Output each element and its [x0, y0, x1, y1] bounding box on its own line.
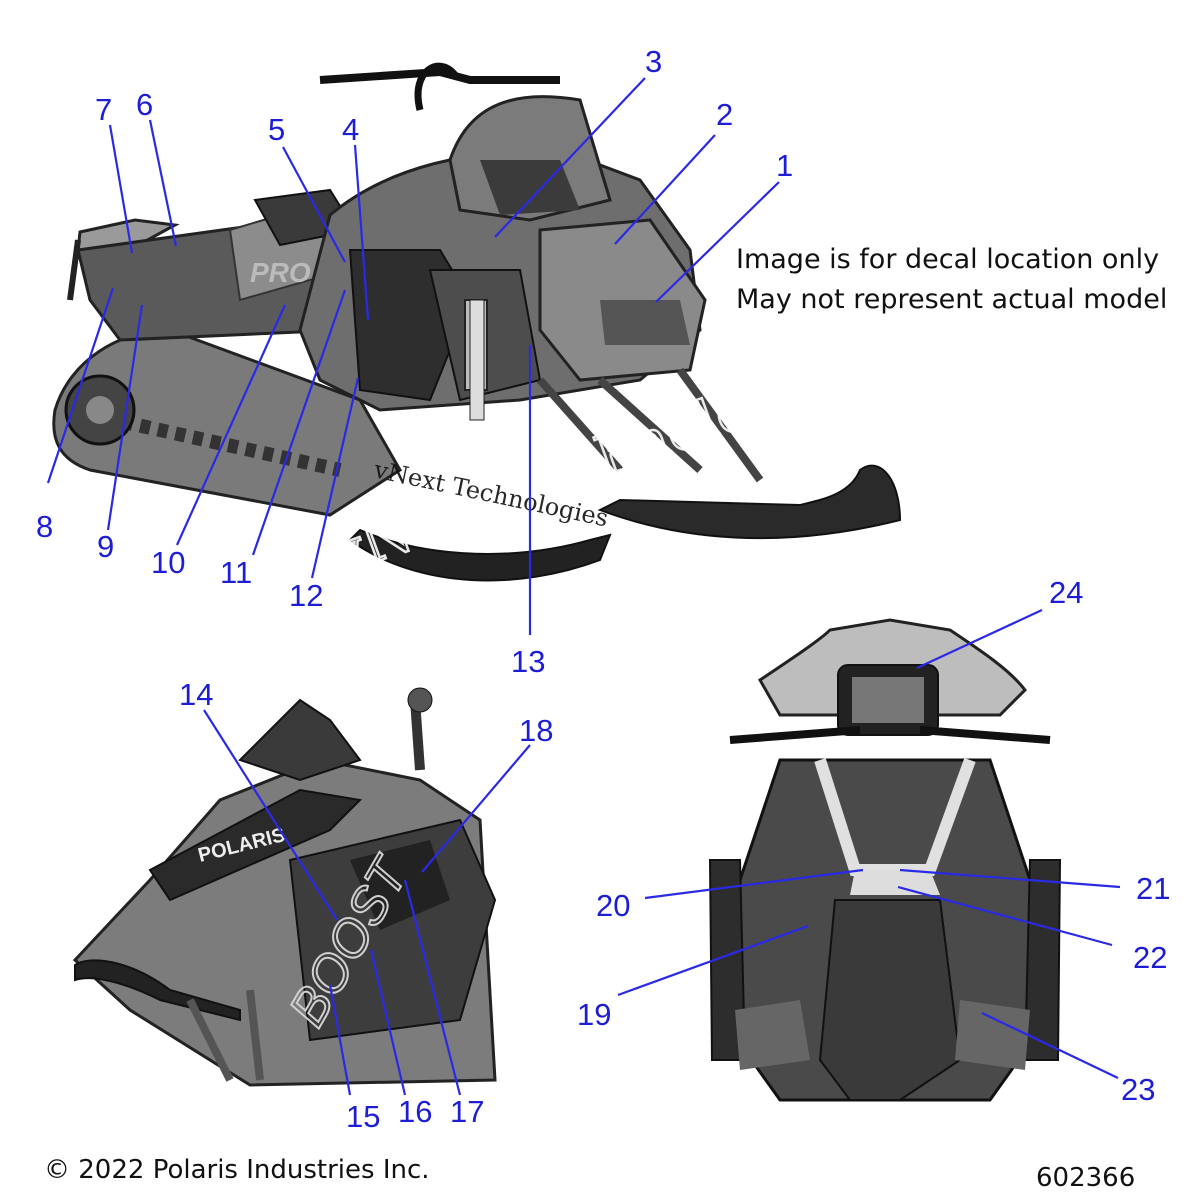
- callout-4: 4: [342, 112, 359, 147]
- callout-13: 13: [511, 644, 545, 679]
- callout-2: 2: [716, 97, 733, 132]
- decal-note: Image is for decal location only May not…: [736, 240, 1167, 320]
- copyright-text: © 2022 Polaris Industries Inc.: [44, 1155, 430, 1185]
- decal-note-line-2: May not represent actual model: [736, 284, 1168, 315]
- callout-15: 15: [346, 1099, 380, 1134]
- callout-17: 17: [450, 1094, 484, 1129]
- callout-24: 24: [1049, 575, 1083, 610]
- callout-12: 12: [289, 578, 323, 613]
- part-number: 602366: [1036, 1163, 1136, 1193]
- callout-9: 9: [97, 529, 114, 564]
- hood-closeup-illustration: POLARIS BOOST: [72, 687, 497, 1087]
- callout-8: 8: [36, 509, 53, 544]
- callout-16: 16: [398, 1094, 432, 1129]
- callout-14: 14: [179, 677, 213, 712]
- callout-11: 11: [220, 555, 252, 590]
- decal-note-line-1: Image is for decal location only: [736, 244, 1160, 275]
- front-view-illustration: [708, 618, 1062, 1102]
- callout-20: 20: [596, 888, 630, 923]
- leader-lines: [46, 77, 1121, 1096]
- main-snowmobile-illustration: PRO: [52, 62, 902, 582]
- callout-19: 19: [577, 997, 611, 1032]
- callout-21: 21: [1136, 871, 1170, 906]
- callout-1: 1: [776, 148, 793, 183]
- callout-18: 18: [519, 713, 553, 748]
- callout-3: 3: [645, 44, 662, 79]
- callout-22: 22: [1133, 940, 1167, 975]
- callout-numbers: 1 2 3 4 5 6 7 8 9 10 11 12 13 14 15 16 1…: [36, 44, 1170, 1134]
- callout-7: 7: [95, 92, 112, 127]
- callout-5: 5: [268, 112, 285, 147]
- callout-23: 23: [1121, 1072, 1155, 1107]
- callout-10: 10: [151, 545, 185, 580]
- pro-decal-text: PRO: [250, 257, 311, 288]
- callout-6: 6: [136, 87, 153, 122]
